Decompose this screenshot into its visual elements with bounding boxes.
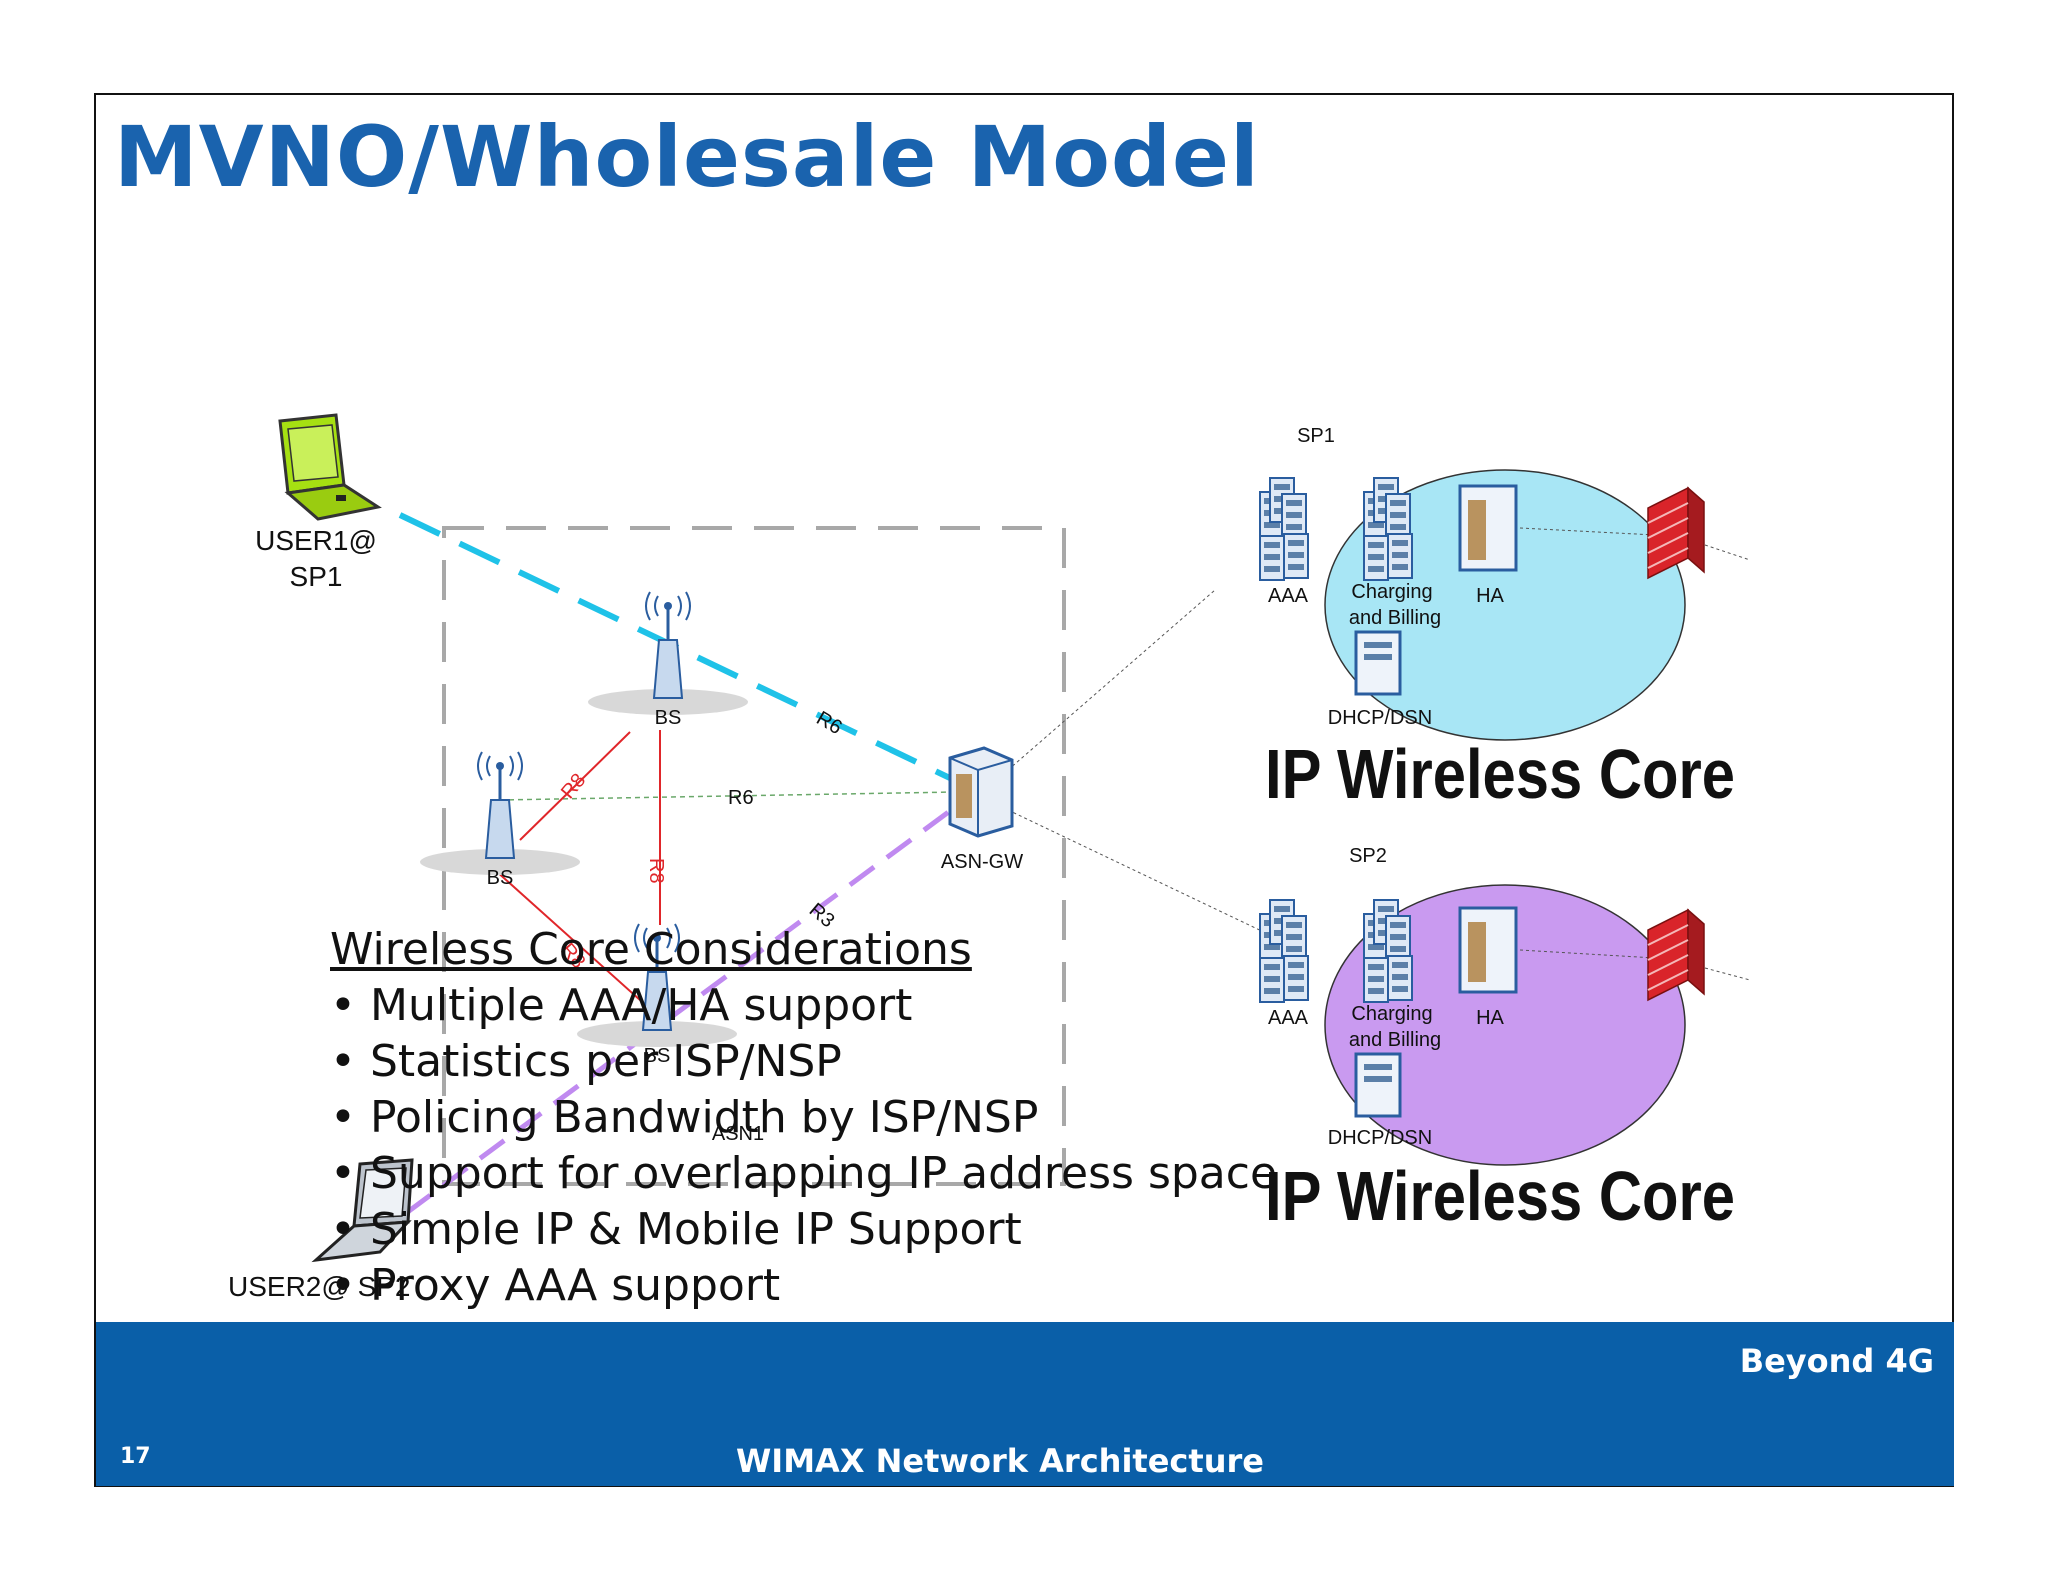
sp2-charging-label-2: and Billing <box>1349 1029 1441 1051</box>
r6-bs-link <box>499 791 956 801</box>
sp2-ha-label: HA <box>1476 1007 1504 1029</box>
considerations-item: Simple IP & Mobile IP Support <box>330 1202 1277 1258</box>
sp1-core-ellipse <box>1324 469 1686 741</box>
considerations-item: Policing Bandwidth by ISP/NSP <box>330 1090 1277 1146</box>
sp2-aaa-label: AAA <box>1268 1007 1309 1029</box>
user1-link <box>398 512 977 793</box>
slide-title: MVNO/Wholesale Model <box>114 108 1260 206</box>
user1-laptop[interactable] <box>278 413 382 521</box>
asn-gw-label: ASN-GW <box>941 851 1023 873</box>
considerations-item: Multiple AAA/HA support <box>330 978 1277 1034</box>
r6-label-user1: R6 <box>813 707 846 739</box>
footer-bar <box>96 1322 1954 1486</box>
footer-brand: Beyond 4G <box>1739 1342 1934 1380</box>
base-station-top[interactable] <box>586 590 750 717</box>
sp2-core-title: IP Wireless Core <box>1265 1157 1735 1235</box>
sp1-ha-label: HA <box>1476 585 1504 607</box>
user1-label-line2: SP1 <box>290 561 343 592</box>
bs-label-left: BS <box>487 867 514 889</box>
asn-gateway[interactable] <box>948 746 1014 838</box>
sp1-ha-server[interactable] <box>1458 484 1518 572</box>
sp2-firewall <box>1647 909 1705 1001</box>
sp1-aaa-label: AAA <box>1268 585 1309 607</box>
sp1-label: SP1 <box>1297 425 1335 447</box>
backhaul-links <box>1007 527 1751 981</box>
sp2-dhcp-server[interactable] <box>1354 1052 1402 1118</box>
sp2-label: SP2 <box>1349 845 1387 867</box>
considerations-item: Statistics per ISP/NSP <box>330 1034 1277 1090</box>
considerations-item: Support for overlapping IP address space <box>330 1146 1277 1202</box>
bs-label-top: BS <box>655 707 682 729</box>
sp1-firewall <box>1647 487 1705 579</box>
r8-label-vertical: R8 <box>645 858 667 884</box>
page-number: 17 <box>120 1444 151 1469</box>
considerations-list: Multiple AAA/HA support Statistics per I… <box>330 978 1277 1314</box>
sp2-charging-label-1: Charging <box>1351 1003 1432 1025</box>
sp2-core-ellipse <box>1324 884 1686 1166</box>
r6-label-bs: R6 <box>728 787 754 809</box>
sp1-dhcp-label: DHCP/DSN <box>1328 707 1432 729</box>
sp1-charging-label-1: Charging <box>1351 581 1432 603</box>
sp1-dhcp-server[interactable] <box>1354 630 1402 696</box>
considerations-panel: Wireless Core Considerations Multiple AA… <box>330 922 1277 1314</box>
sp1-aaa-server[interactable] <box>1260 478 1308 580</box>
sp1-charging-server[interactable] <box>1364 478 1412 580</box>
sp2-charging-server[interactable] <box>1364 900 1412 1002</box>
considerations-heading: Wireless Core Considerations <box>330 924 972 975</box>
considerations-item: Proxy AAA support <box>330 1258 1277 1314</box>
sp2-ha-server[interactable] <box>1458 906 1518 994</box>
footer-title: WIMAX Network Architecture <box>736 1442 1264 1480</box>
sp1-charging-label-2: and Billing <box>1349 607 1441 629</box>
sp1-core-title: IP Wireless Core <box>1265 735 1735 813</box>
sp2-dhcp-label: DHCP/DSN <box>1328 1127 1432 1149</box>
user1-label-line1: USER1@ <box>255 525 377 556</box>
